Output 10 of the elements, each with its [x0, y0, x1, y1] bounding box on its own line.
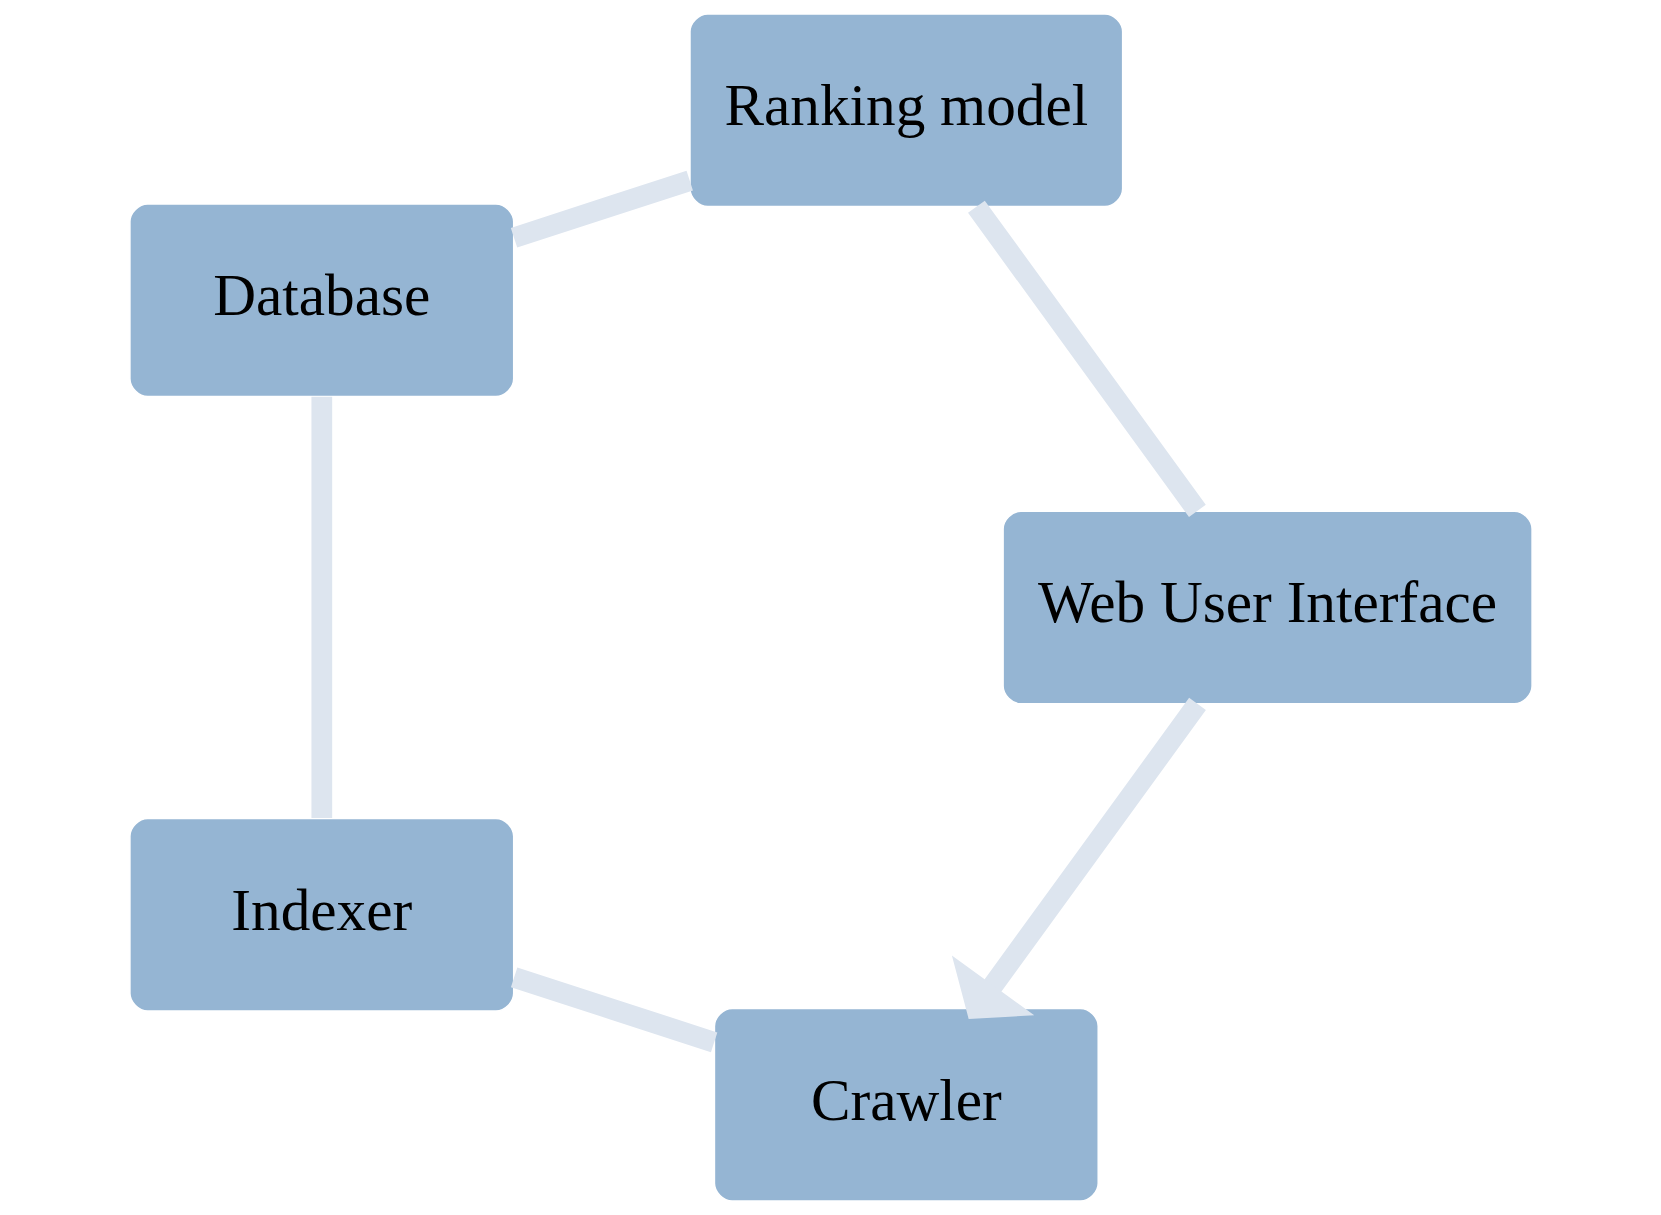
node-box: Ranking model [688, 13, 1123, 208]
connector [510, 967, 717, 1053]
node-box: Web User Interface [1001, 510, 1533, 705]
connector [310, 396, 332, 819]
node-box: Indexer [128, 817, 514, 1012]
node-box: Crawler [713, 1007, 1099, 1202]
connector [510, 170, 693, 248]
node-box: Database [128, 203, 514, 398]
connector [967, 200, 1206, 517]
arrow [951, 697, 1206, 1019]
